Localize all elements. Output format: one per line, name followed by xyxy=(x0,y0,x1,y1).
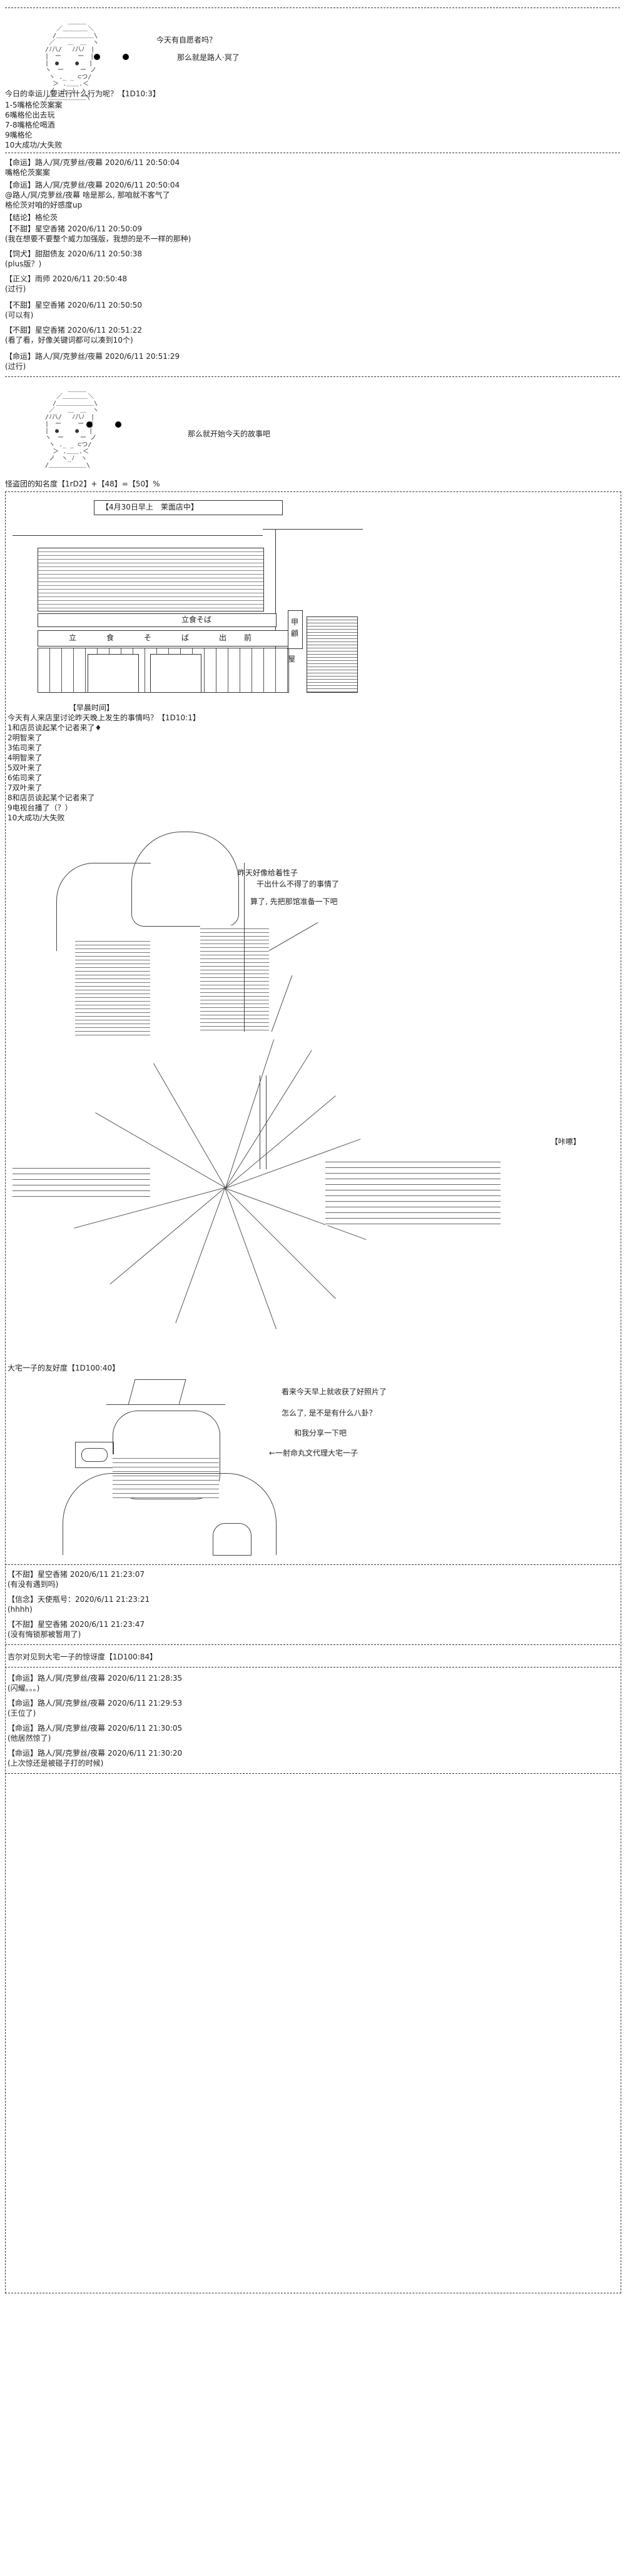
divider xyxy=(5,1644,620,1645)
log-body: (可以有) xyxy=(5,311,34,319)
eye-right xyxy=(123,54,129,60)
log-body: (过行) xyxy=(5,362,26,371)
sign-char: 前 xyxy=(244,633,252,642)
speech-line: 那么就是路人·冥了 xyxy=(177,53,240,62)
log-header: 【命运】路人/冥/克萝丝/夜幕 2020/6/11 21:30:20 xyxy=(8,1749,183,1758)
log-body: @路人/冥/克萝丝/夜幕 啥是那么, 那咱就不客气了 格伦茨对咱的好感度up xyxy=(5,191,170,209)
surprise-line: 吉尔对见到大宅一子的惊讶度【1D100:84】 xyxy=(8,1653,158,1661)
roll-option: 7-8嘴格伦喝酒 xyxy=(5,121,55,129)
sign-char: 立 xyxy=(69,633,77,642)
scene-panel xyxy=(5,491,621,2293)
log-header: 【命运】路人/冥/克萝丝/夜幕 2020/6/11 21:29:53 xyxy=(8,1699,183,1708)
affinity-line: 怪盗团的知名度【1rD2】+【48】=【50】% xyxy=(5,480,160,488)
divider xyxy=(5,376,620,377)
date-label: 【4月30日早上 茉面店中】 xyxy=(101,503,198,511)
log-body: (上次惊还是被碰子打的时候) xyxy=(8,1759,104,1768)
character-illustration xyxy=(38,825,337,1038)
speech-line: 昨天好像给着性子 xyxy=(238,868,298,877)
morning-option: 3佑司来了 xyxy=(8,743,43,752)
morning-label: 【早晨时间】 xyxy=(69,703,114,712)
log-body: (他居然惊了) xyxy=(8,1734,51,1743)
eye-left xyxy=(86,421,93,428)
roll-option: 1-5嘴格伦茨案案 xyxy=(5,101,63,109)
morning-option: 8和店员谈起某个记者来了 xyxy=(8,793,95,802)
morning-option: 6佑司来了 xyxy=(8,773,43,782)
log-header: 【命运】路人/冥/克萝丝/夜幕 2020/6/11 20:51:29 xyxy=(5,352,180,361)
affinity-line: 大宅一子的友好度【1D100:40】 xyxy=(8,1364,120,1372)
divider xyxy=(5,1667,620,1668)
roll-option: 6嘴格伦出去玩 xyxy=(5,111,55,119)
date-label-box xyxy=(94,500,283,515)
morning-option: 5双叶来了 xyxy=(8,763,43,772)
log-header: 【不甜】星空香猪 2020/6/11 20:50:09 xyxy=(5,224,143,233)
sign-side: 甲顧 xyxy=(291,618,299,638)
log-header: 【命运】路人/冥/克萝丝/夜幕 2020/6/11 20:50:04 xyxy=(5,181,180,189)
sign-char: そ xyxy=(144,633,152,642)
character-note: ←一射命丸文代理大宅一子 xyxy=(269,1449,358,1457)
log-header: 【饲犬】甜甜债友 2020/6/11 20:50:38 xyxy=(5,249,143,258)
speech-line: 那么就开始今天的故事吧 xyxy=(188,430,271,438)
flash-label: 【咔嚓】 xyxy=(551,1137,581,1146)
log-header: 【不甜】星空香猪 2020/6/11 20:51:22 xyxy=(5,326,143,335)
log-header: 【命运】路人/冥/克萝丝/夜幕 2020/6/11 20:50:04 xyxy=(5,158,180,167)
camera-flash-illustration xyxy=(13,1039,613,1351)
morning-option: 7双叶来了 xyxy=(8,783,43,792)
log-header: 【不甜】星空香猪 2020/6/11 21:23:07 xyxy=(8,1570,145,1579)
roll-option: 9嘴格伦 xyxy=(5,131,33,139)
morning-option: 4明智来了 xyxy=(8,753,43,762)
sign-char: 食 xyxy=(106,633,114,642)
speech-line: 今天有自愿者吗？ xyxy=(156,36,217,44)
log-header: 【命运】路人/冥/克萝丝/夜幕 2020/6/11 21:28:35 xyxy=(8,1674,183,1683)
log-header: 【正义】雨师 2020/6/11 20:50:48 xyxy=(5,274,128,283)
morning-prompt: 今天有人来店里讨论昨天晚上发生的事情吗？【1D10:1】 xyxy=(8,713,200,722)
log-body: (过行) xyxy=(5,284,26,293)
log-header: 【信念】天使瓶号：2020/6/11 21:23:21 xyxy=(8,1595,150,1604)
sign-char: 出 xyxy=(219,633,227,642)
log-header: 【不甜】星空香猪 2020/6/11 21:23:47 xyxy=(8,1620,145,1629)
log-body: (有没有遇到吗) xyxy=(8,1580,59,1589)
log-body: (我在想要不要整个威力加强版，我想的是不一样的那种) xyxy=(5,234,191,243)
speech-line: 算了, 先把那馆准备一下吧 xyxy=(250,897,338,906)
divider xyxy=(5,1564,620,1565)
log-body: (王位了) xyxy=(8,1709,36,1718)
log-body: (闪耀。。。) xyxy=(8,1684,40,1693)
log-body: (看了看，好像关键词都可以凑到10个) xyxy=(5,336,133,345)
sign-char: ば xyxy=(181,633,190,642)
morning-option: 1和店员谈起某个记者来了♦ xyxy=(8,723,102,732)
character-ascii-art: ＿＿＿ ／＿＿＿＿＼ /＿＿＿＿＿＿\ ／ ＿ ＿ ヽ /ﾉ八/ ﾉ八ﾉ | |… xyxy=(45,386,99,469)
morning-option: 10大成功/大失败 xyxy=(8,813,65,822)
morning-option: 9电视台播了（？） xyxy=(8,803,73,812)
eye-right xyxy=(115,421,121,428)
shop-illustration: 立食そば 立 食 そ ば 出 前 甲顧 屋 xyxy=(13,523,363,693)
roll-prompt: 今日的幸运儿要进行什么行为呢？【1D10:3】 xyxy=(5,89,160,98)
log-header: 【结论】格伦茨 xyxy=(5,213,58,222)
character-ascii-art: ＿＿＿ ／＿＿＿＿＼ /＿＿＿＿＿＿\ ／ ＿ ＿ ヽ /ﾉ八/ ﾉ八ﾉ | |… xyxy=(45,19,99,101)
log-body: (没有悔锁那被暂用了) xyxy=(8,1630,81,1639)
divider xyxy=(5,1773,620,1774)
log-body: 嘴格伦茨案案 xyxy=(5,168,51,177)
speech-line: 和我分享一下吧 xyxy=(294,1429,347,1437)
speech-line: 怎么了, 是不是有什么八卦？ xyxy=(282,1409,377,1417)
log-header: 【不甜】星空香猪 2020/6/11 20:50:50 xyxy=(5,301,143,309)
eye-left xyxy=(94,54,100,60)
character-illustration xyxy=(38,1373,288,1561)
log-body: (plus版？) xyxy=(5,259,42,268)
speech-line: 干出什么不得了的事情了 xyxy=(257,880,340,888)
morning-option: 2明智来了 xyxy=(8,733,43,742)
sign-top: 立食そば xyxy=(181,615,212,624)
sign-side-2: 屋 xyxy=(288,655,296,663)
roll-option: 10大成功/大失败 xyxy=(5,141,63,149)
speech-line: 看来今天早上就收获了好照片了 xyxy=(282,1387,387,1396)
log-body: (hhhh) xyxy=(8,1605,33,1614)
log-header: 【命运】路人/冥/克萝丝/夜幕 2020/6/11 21:30:05 xyxy=(8,1724,183,1733)
